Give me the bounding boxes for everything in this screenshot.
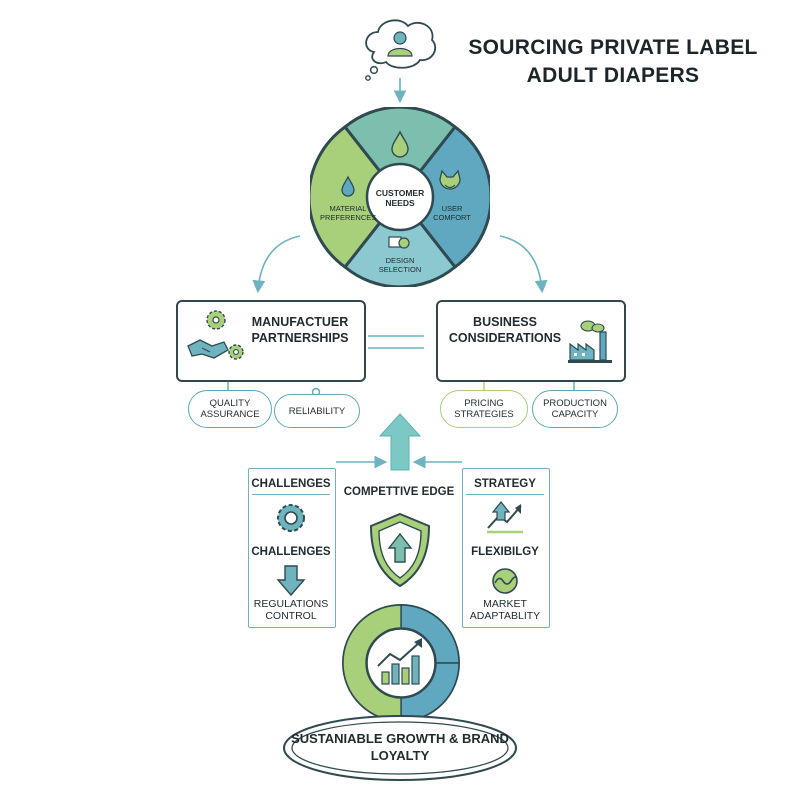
gear-icon [277,504,305,532]
challenges-subheading: CHALLENGES [251,546,331,558]
customer-needs-wheel [310,107,490,287]
user-comfort-label: USER COMFORT [433,204,471,222]
arrow-wheel-to-business [499,235,548,294]
wave-icon [492,568,518,594]
thought-bubble [365,19,437,81]
reliability-pill: RELIABILITY [274,394,360,428]
material-preferences-label: MATERIAL PREFERENCES [320,204,377,222]
outcome-base [283,715,517,781]
wheel-segment-material [310,124,402,270]
business-considerations-box [436,300,626,382]
water-drop-icon [391,130,409,158]
outcome-donut [342,604,460,722]
manufacturer-partnerships-box [176,300,366,382]
challenges-heading: CHALLENGES [251,478,331,490]
competitive-edge-label: COMPETTIVE EDGE [343,486,455,498]
user-icon [387,31,413,57]
outcome-label: SUSTANIABLE GROWTH & BRAND LOYALTY [291,731,509,763]
pricing-strategies-pill: PRICING STRATEGIES [440,390,528,428]
quality-assurance-pill: QUALITY ASSURANCE [188,390,272,428]
trend-chart-icon [487,501,523,534]
factory-icon [568,320,612,363]
water-drop-icon [341,175,355,197]
up-arrow-icon [378,413,422,471]
flexibility-label: FLEXIBILGY [471,546,539,558]
market-adaptability-label: MARKET ADAPTABLITY [469,598,541,622]
business-considerations-title: BUSINESS CONSIDERATIONS [448,315,562,345]
smiley-cat-icon [439,169,461,190]
strategy-heading: STRATEGY [474,478,536,490]
design-selection-label: DESIGN SELECTION [378,256,422,274]
regulations-control-label: REGULATIONS CONTROL [253,598,329,622]
donut-segment-green [342,604,402,722]
gears-handshake-icon [187,310,244,360]
shapes-icon [388,236,410,249]
production-capacity-pill: PRODUCTION CAPACITY [532,390,618,428]
wheel-segment-comfort [398,124,490,270]
shield-icon [369,512,431,588]
manufacturer-partnerships-title: MANUFACTUER PARTNERSHIPS [251,315,349,345]
customer-needs-label: CUSTOMER NEEDS [375,188,425,208]
down-arrow-icon [276,565,306,597]
bar-chart-icon [377,638,422,685]
handshake-icon [187,339,229,359]
page-title: SOURCING PRIVATE LABEL ADULT DIAPERS [468,36,758,87]
arrow-wheel-to-manufacturer [252,235,301,294]
gears-icon [206,310,244,360]
